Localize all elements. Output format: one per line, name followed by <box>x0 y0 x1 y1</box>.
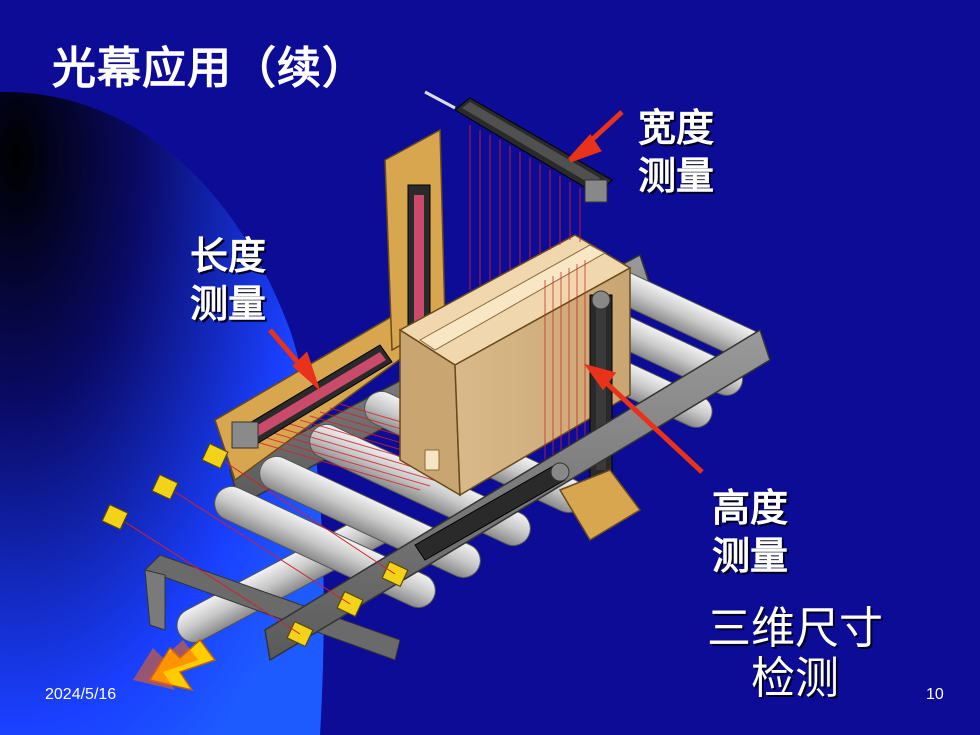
photo-sensors <box>101 442 409 648</box>
width-label-line2: 测量 <box>638 154 715 198</box>
height-base-plate <box>558 469 642 542</box>
pointer-arrows <box>268 110 704 474</box>
height-measurement-label: 高度 测量 <box>712 484 788 580</box>
footer-date: 2024/5/16 <box>45 686 117 703</box>
page-number: 10 <box>926 686 944 703</box>
height-label-line2: 测量 <box>712 534 789 578</box>
height-beams <box>544 260 586 460</box>
sensor-beams <box>124 461 396 635</box>
width-label-line1: 宽度 <box>638 106 715 150</box>
caption-line2: 检测 <box>751 653 839 704</box>
vertical-emitter-left <box>407 184 431 336</box>
height-label-line1: 高度 <box>712 486 789 530</box>
caption-line1: 三维尺寸 <box>707 603 883 654</box>
length-measurement-label: 长度 测量 <box>190 232 266 328</box>
direction-arrow-icon <box>133 638 217 692</box>
length-label-line2: 测量 <box>190 282 267 326</box>
slide-title: 光幕应用（续） <box>52 43 367 94</box>
length-label-line1: 长度 <box>190 234 267 278</box>
length-receiver-bar <box>414 462 570 561</box>
width-beams <box>469 125 581 290</box>
width-sensor-bar <box>424 90 613 203</box>
cardboard-box <box>398 234 632 497</box>
caption: 三维尺寸 检测 <box>690 604 900 704</box>
width-measurement-label: 宽度 测量 <box>638 104 714 200</box>
length-sensor-bar <box>231 344 393 449</box>
